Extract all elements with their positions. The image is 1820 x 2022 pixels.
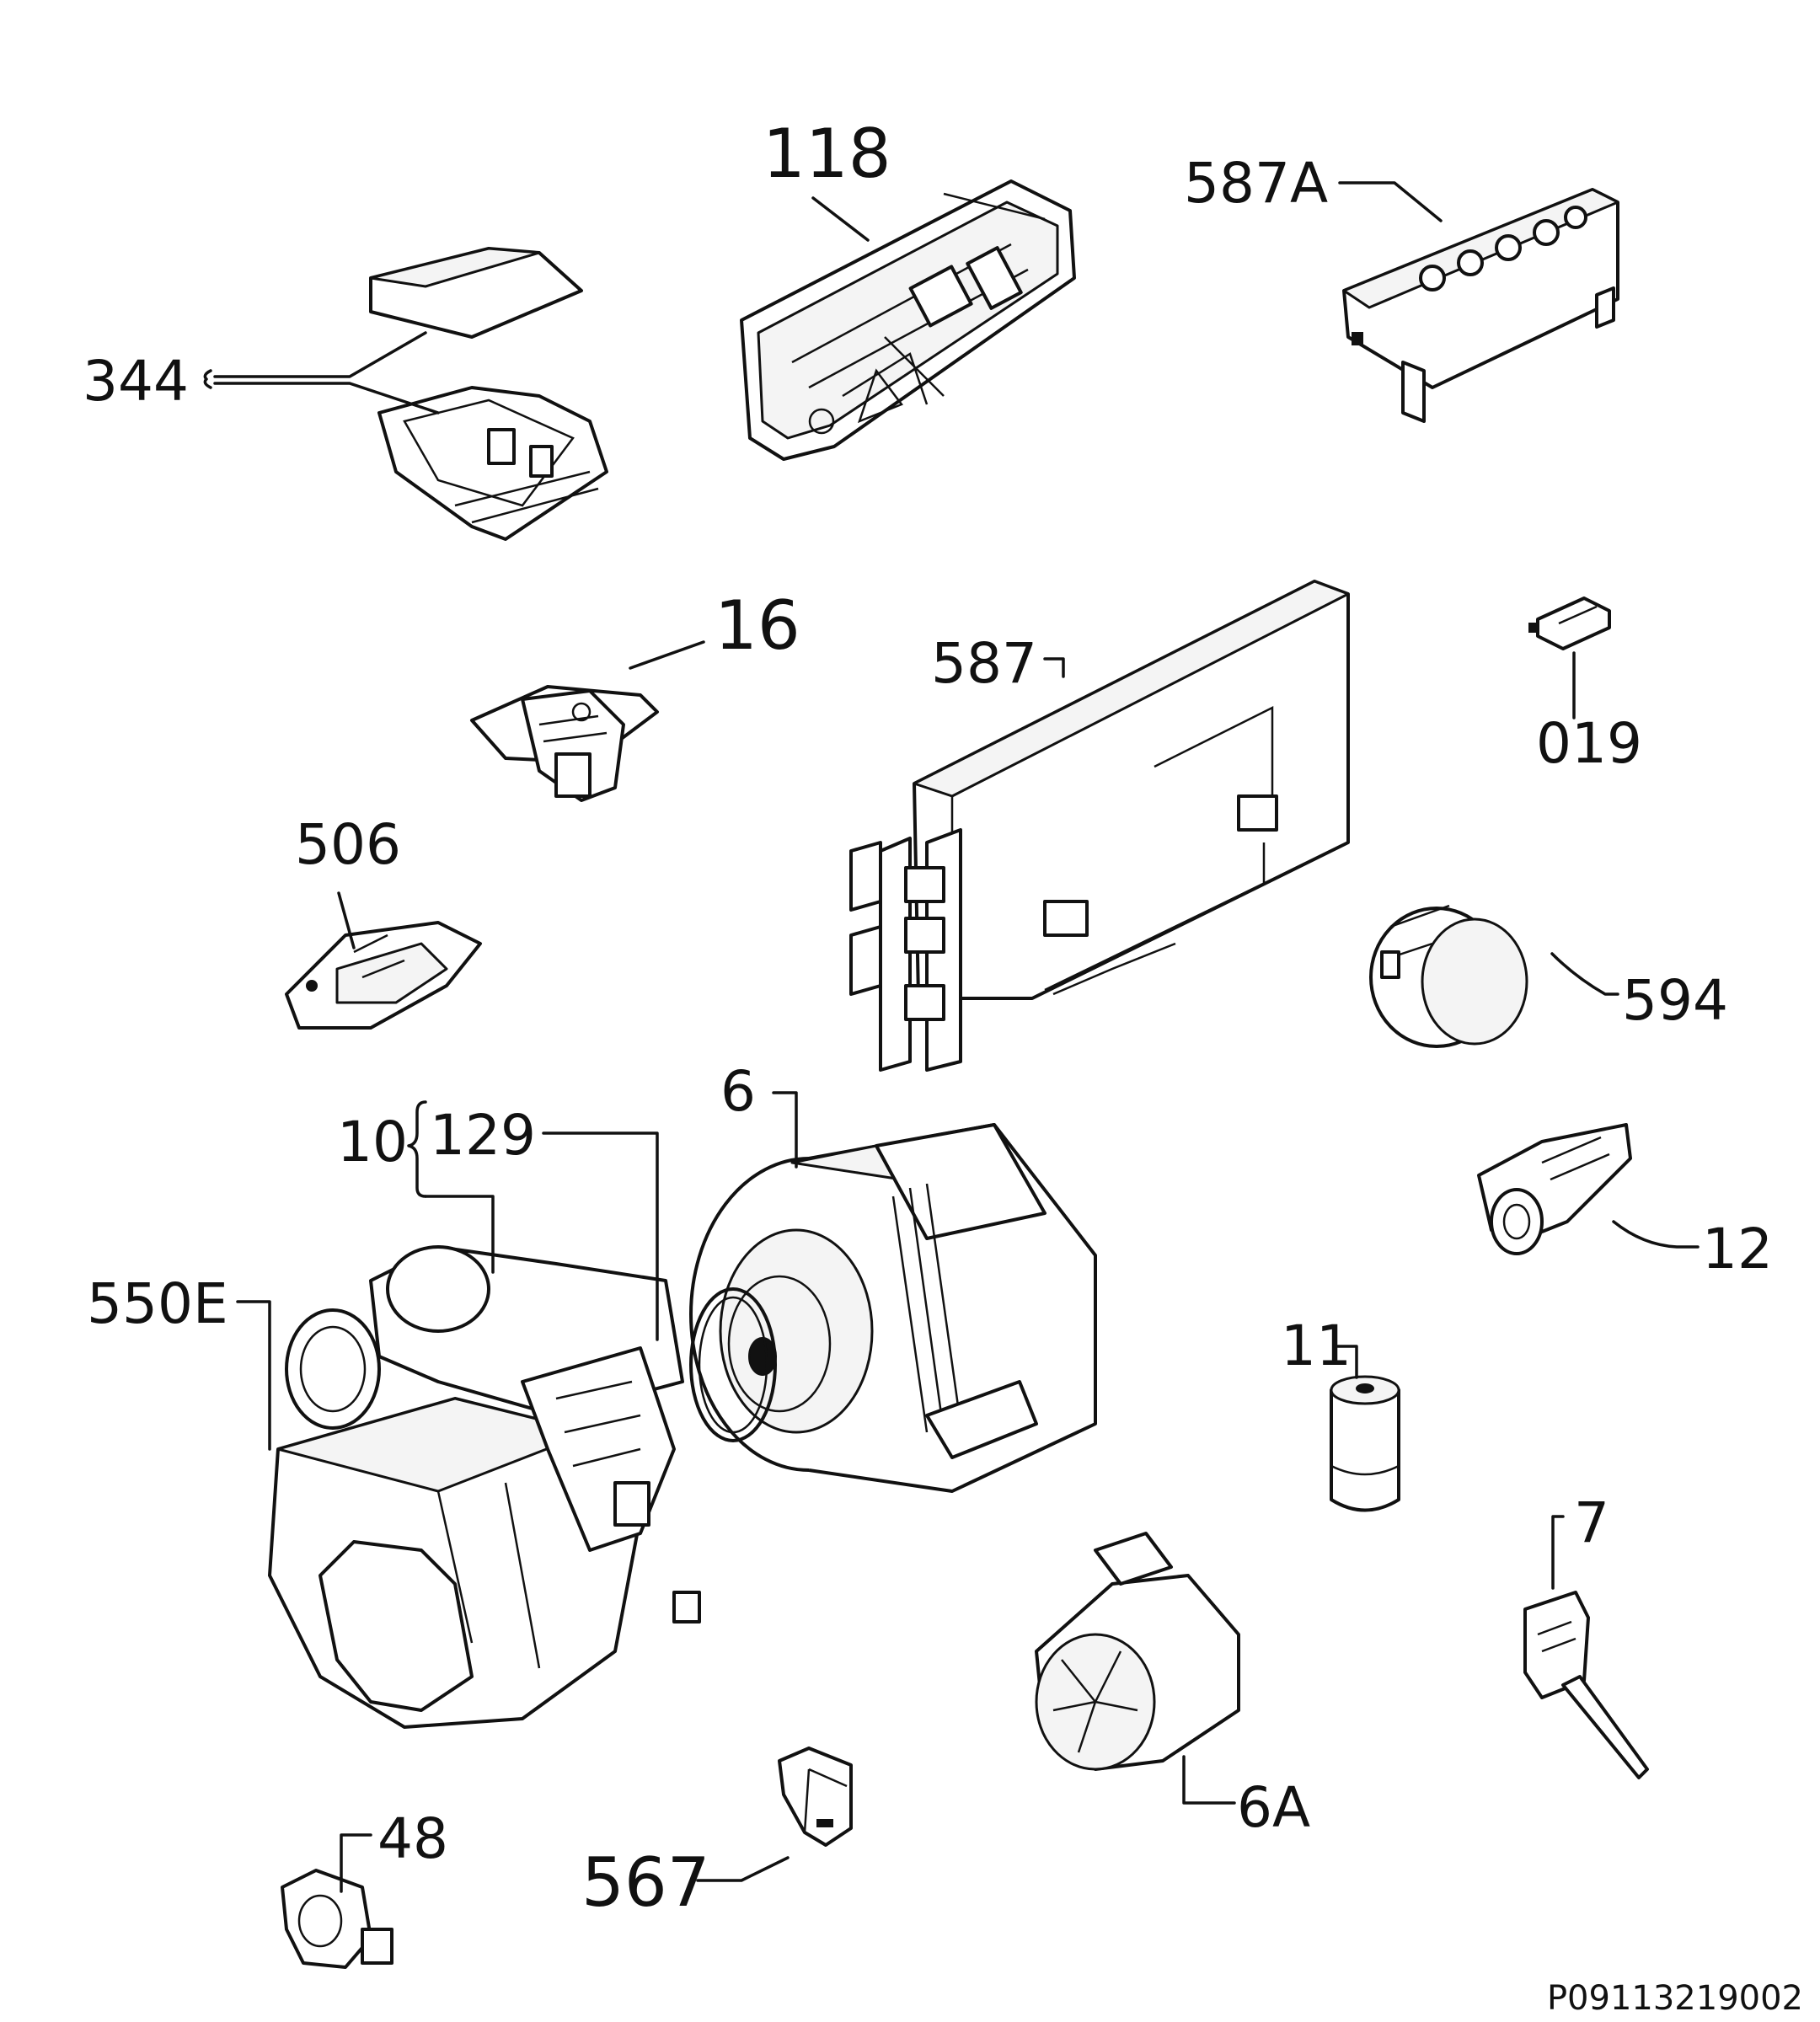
part-344-door-lock — [369, 247, 608, 541]
part-587A-button-panel — [1342, 188, 1619, 423]
label-506: 506 — [295, 812, 401, 877]
label-7: 7 — [1574, 1490, 1609, 1555]
part-11-cylinder — [1330, 1375, 1400, 1512]
part-48-sensor — [281, 1869, 393, 1969]
part-118-control-board — [740, 179, 1076, 461]
label-587A: 587A — [1184, 151, 1328, 216]
part-6A-drain-pump — [1035, 1532, 1240, 1771]
leader-16 — [629, 640, 705, 670]
label-16: 16 — [715, 586, 800, 665]
leader-11 — [1334, 1345, 1358, 1379]
label-587: 587 — [931, 631, 1037, 696]
label-019: 019 — [1536, 711, 1642, 776]
part-129-seal-ring — [689, 1287, 777, 1442]
leader-6 — [772, 1091, 798, 1169]
leader-118 — [811, 196, 870, 242]
leader-587A — [1338, 181, 1443, 222]
label-344: 344 — [83, 349, 189, 414]
label-11: 11 — [1281, 1313, 1352, 1378]
label-12: 12 — [1702, 1217, 1773, 1281]
leader-567 — [696, 1856, 790, 1882]
part-587-main-module — [849, 580, 1350, 1072]
part-594-round-sensor — [1369, 904, 1528, 1048]
part-019-connector — [1528, 596, 1611, 650]
label-129: 129 — [430, 1103, 536, 1168]
label-6: 6 — [720, 1059, 756, 1124]
part-506-component — [285, 921, 482, 1030]
leader-48 — [340, 1833, 372, 1893]
leader-10-group — [407, 1100, 659, 1341]
label-567: 567 — [581, 1843, 710, 1922]
diagram-code: P09113219002 — [1547, 1979, 1803, 2018]
part-7-component — [1523, 1591, 1649, 1779]
leader-587 — [1043, 657, 1065, 678]
label-118: 118 — [763, 115, 891, 193]
part-567-clip — [778, 1747, 853, 1847]
label-48: 48 — [377, 1806, 448, 1871]
leader-550E — [236, 1300, 271, 1451]
label-550E: 550E — [87, 1271, 228, 1336]
leader-7 — [1551, 1515, 1565, 1590]
leader-506 — [337, 891, 356, 949]
label-6A: 6A — [1237, 1775, 1310, 1840]
label-10: 10 — [337, 1110, 408, 1174]
leader-594 — [1550, 952, 1619, 996]
label-594: 594 — [1622, 968, 1728, 1033]
leader-344 — [203, 331, 440, 415]
part-6-pump-motor — [689, 1123, 1097, 1493]
leader-12 — [1612, 1220, 1700, 1249]
part-16-component — [470, 685, 659, 802]
part-12-component — [1477, 1123, 1632, 1255]
part-550E-housing — [268, 1245, 701, 1729]
leader-6A — [1182, 1755, 1236, 1805]
